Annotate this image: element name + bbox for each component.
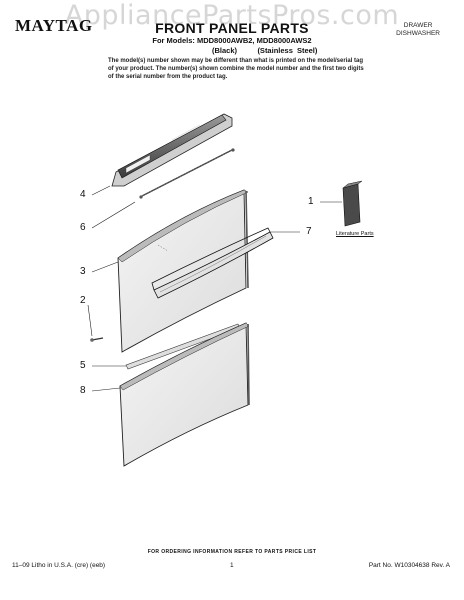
- callout-7: 7: [306, 226, 312, 237]
- part-lower-panel: [119, 322, 250, 467]
- part-number: Part No. W10304638 Rev. A: [368, 562, 450, 569]
- category-line-1: DRAWER: [403, 22, 433, 29]
- part-handle: [151, 227, 274, 299]
- page-title: FRONT PANEL PARTS: [155, 20, 309, 36]
- leader-3: [91, 261, 119, 273]
- part-rod: [139, 148, 235, 199]
- product-category: DRAWER DISHWASHER: [396, 22, 440, 38]
- callout-6: 6: [80, 222, 86, 233]
- callout-5: 5: [80, 360, 86, 371]
- callout-4: 4: [80, 189, 86, 200]
- variant-black: (Black): [212, 46, 238, 55]
- callout-8: 8: [80, 385, 86, 396]
- ordering-info: FOR ORDERING INFORMATION REFER TO PARTS …: [147, 549, 317, 555]
- leader-2: [87, 304, 93, 337]
- leader-6: [91, 201, 136, 229]
- models-line: For Models: MDD8000AWB2, MDD8000AWS2: [152, 36, 312, 45]
- part-literature-booklet: [342, 180, 363, 227]
- callout-1: 1: [308, 196, 314, 207]
- callout-2: 2: [80, 295, 86, 306]
- watermark: AppliancePartsPros.com: [64, 0, 400, 31]
- variant-stainless: (Stainless Steel): [257, 46, 318, 55]
- litho-info: 11–09 Litho in U.S.A. (cre) (eeb): [12, 562, 106, 569]
- brand-logo: MAYTAG: [15, 16, 93, 35]
- leader-4: [91, 185, 111, 196]
- part-control-console: [111, 113, 233, 187]
- part-screw: [90, 337, 104, 342]
- model-note: The model(s) number shown may be differe…: [108, 58, 364, 80]
- leader-lines: [87, 185, 342, 392]
- part-upper-panel: [117, 189, 249, 353]
- leader-8: [91, 387, 121, 392]
- literature-parts-label: Literature Parts: [336, 231, 374, 237]
- callout-3: 3: [80, 266, 86, 277]
- model-variants: (Black) (Stainless Steel): [212, 46, 317, 55]
- page-number: 1: [230, 562, 234, 569]
- category-line-2: DISHWASHER: [396, 30, 440, 37]
